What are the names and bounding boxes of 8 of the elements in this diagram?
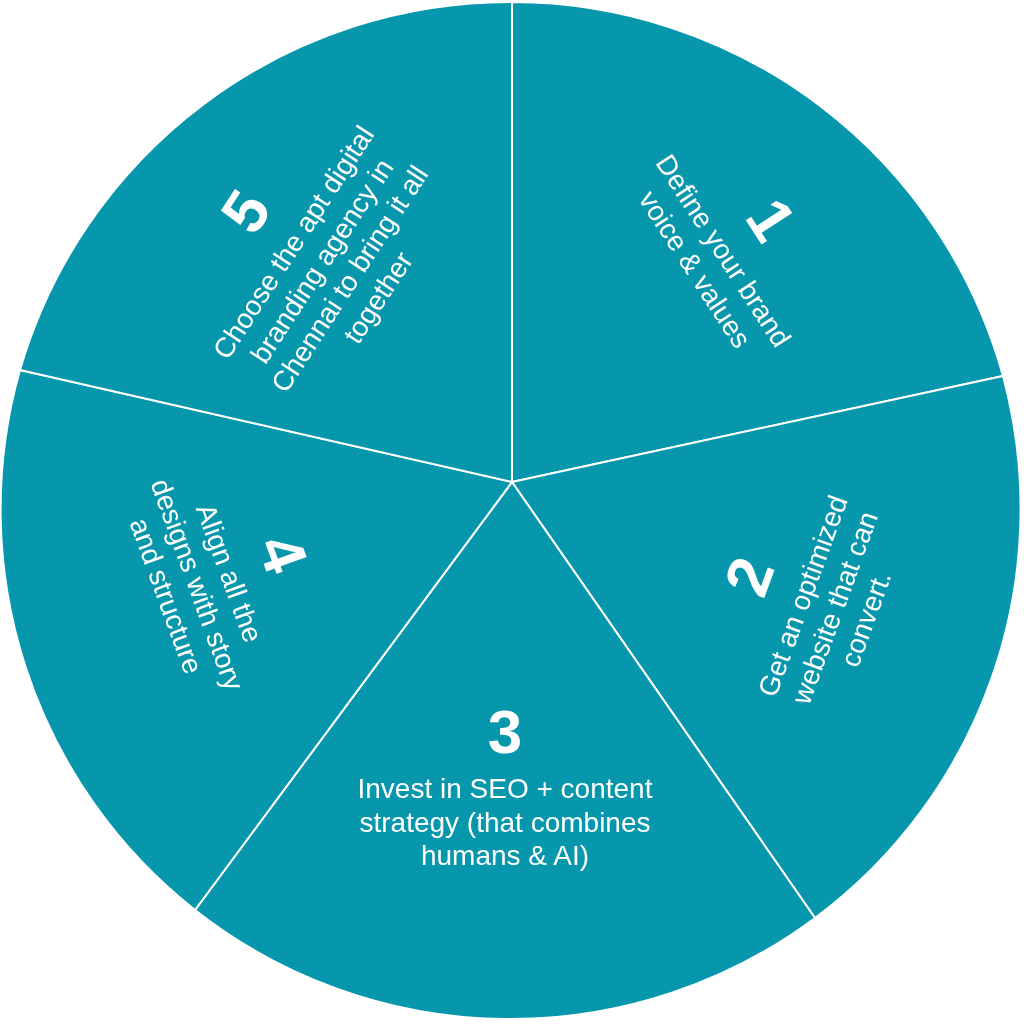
step-number: 3 <box>486 697 524 766</box>
pie-segment <box>20 2 512 482</box>
step-number: 4 <box>244 524 323 582</box>
step-number: 5 <box>206 177 284 245</box>
step-number: 1 <box>732 185 811 253</box>
step-text: Invest in SEO + content strategy (that combines humans & AI) <box>356 771 654 873</box>
step-number: 2 <box>709 547 789 607</box>
pie-segment <box>512 2 1004 482</box>
